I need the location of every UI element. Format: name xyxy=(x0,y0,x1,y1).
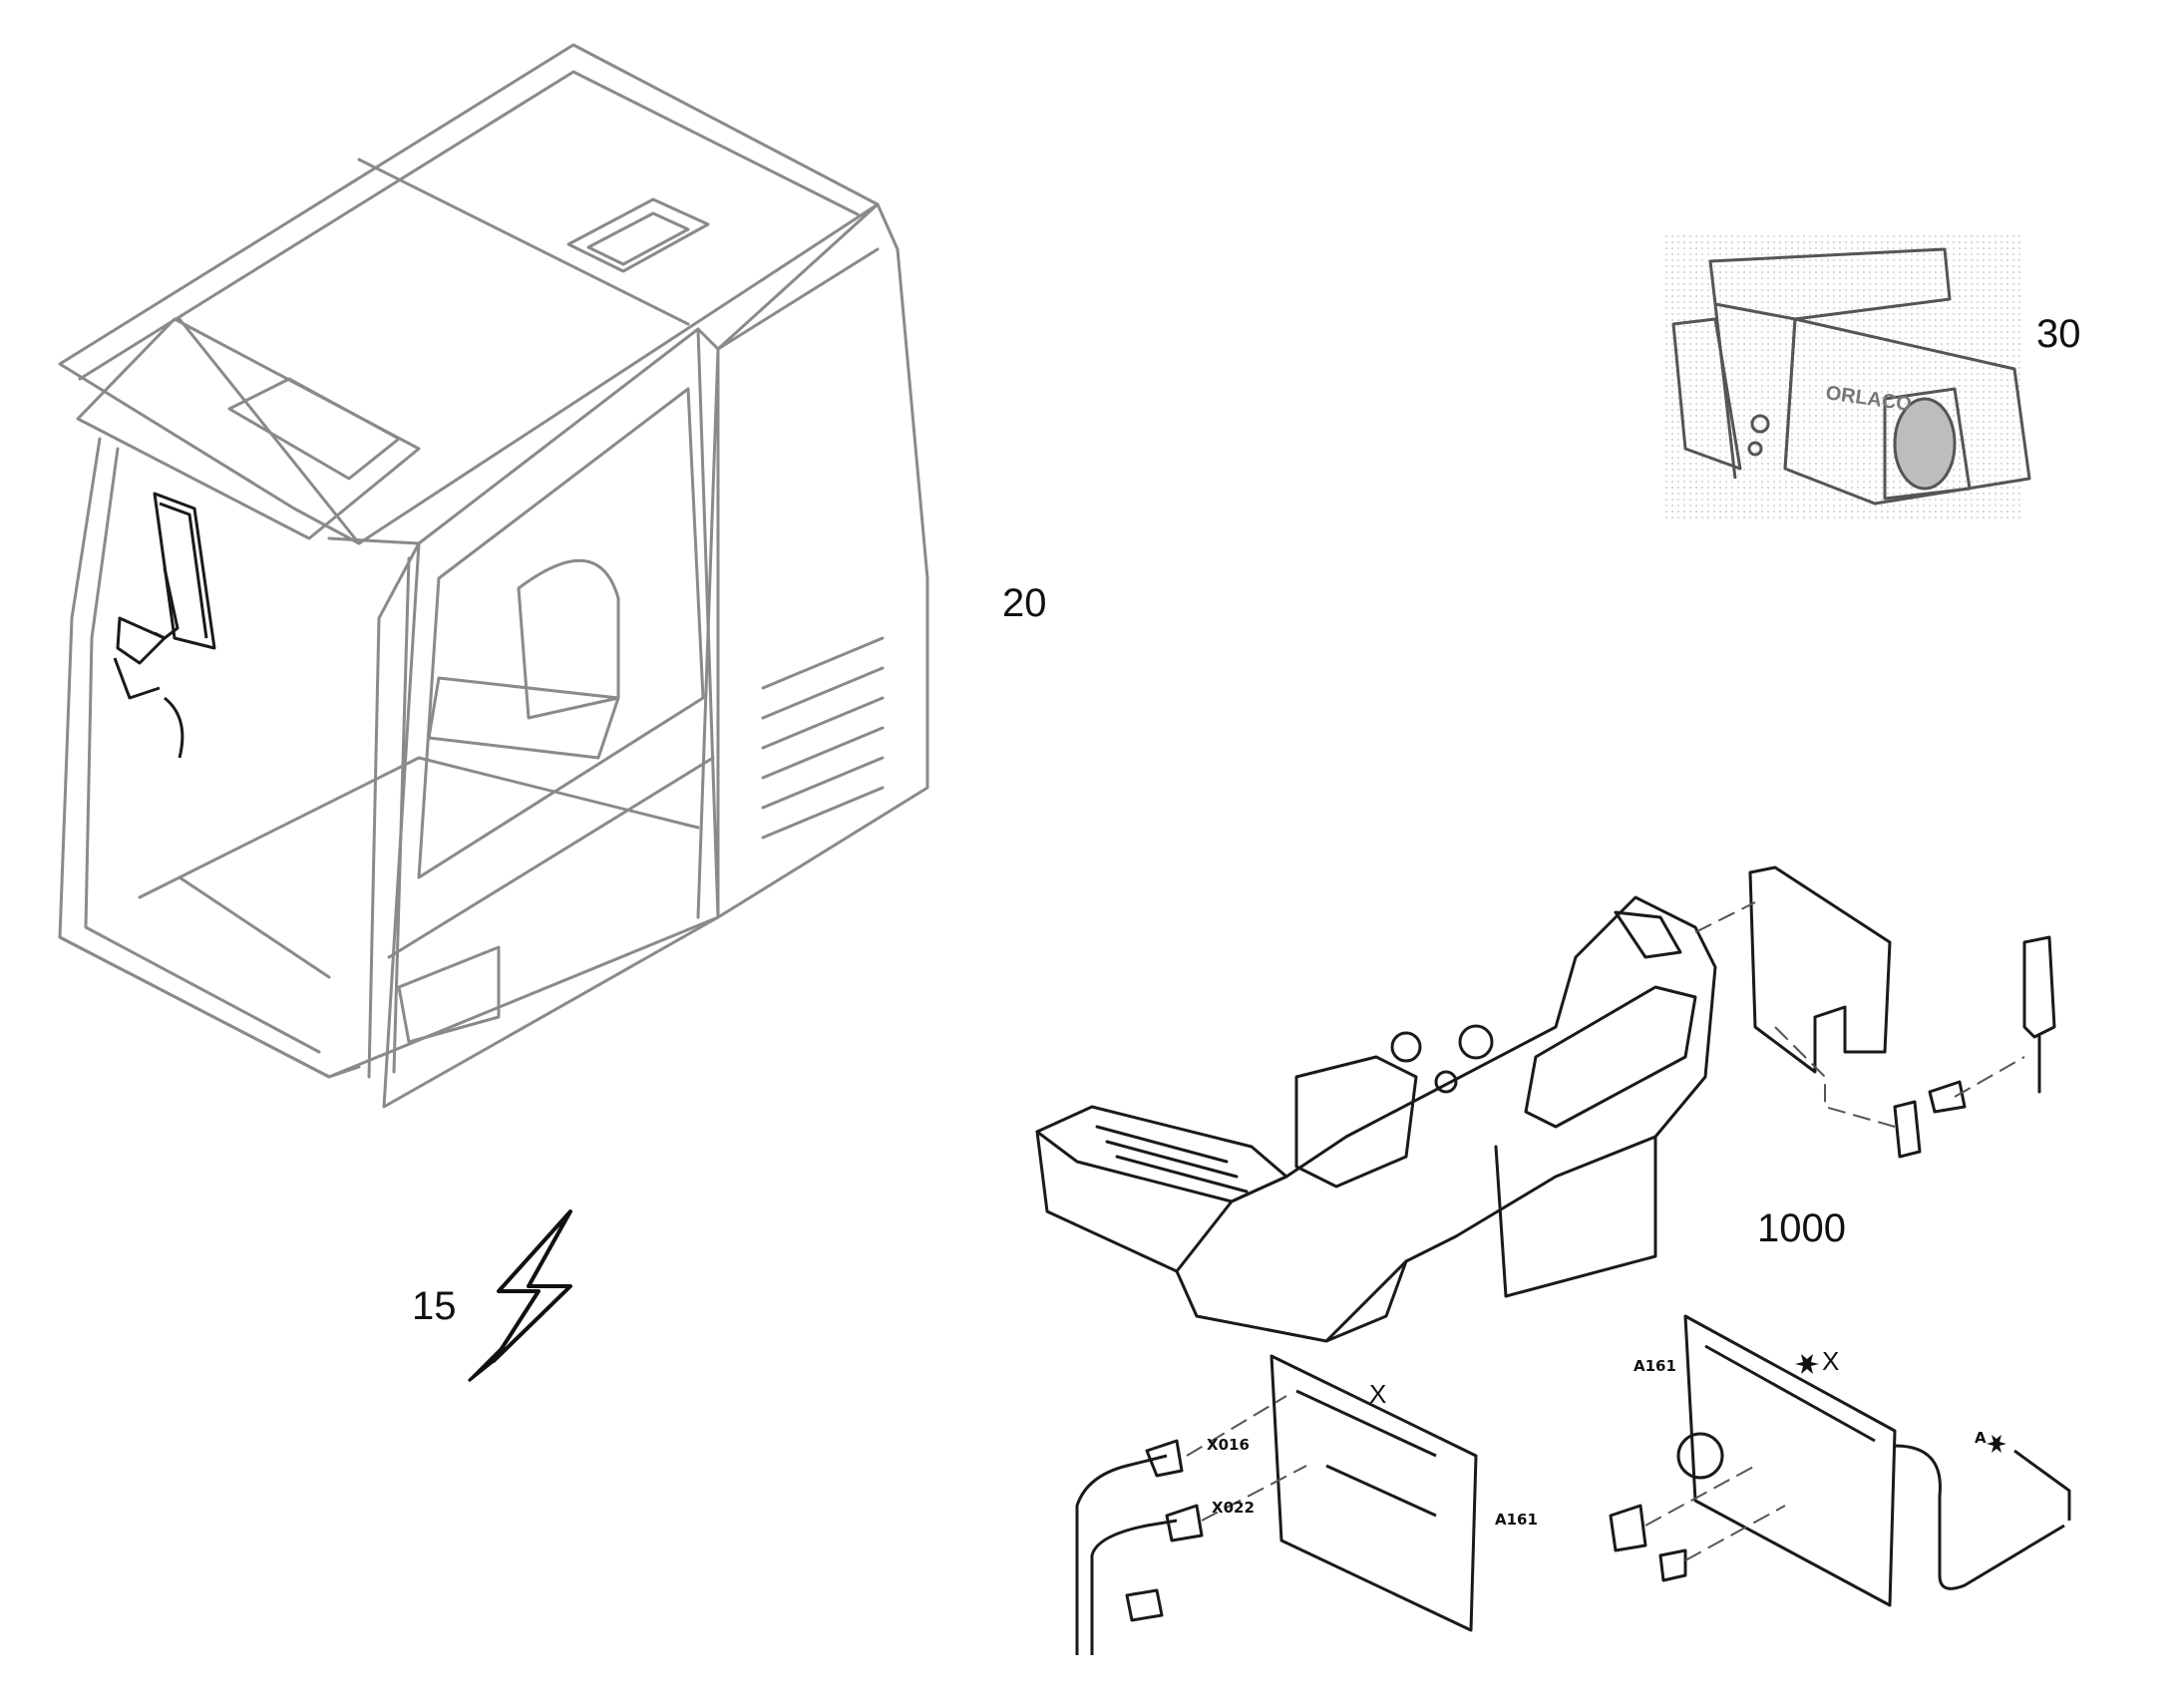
leader-right-2 xyxy=(1684,1505,1786,1561)
vent-5 xyxy=(761,756,885,810)
cab-floor xyxy=(138,756,700,899)
armrest-pad xyxy=(1524,985,1697,1129)
callout-cab: 20 xyxy=(1002,581,1047,625)
console-base xyxy=(1494,1135,1657,1298)
rotary-knob xyxy=(1458,1024,1494,1060)
vent-2 xyxy=(761,666,885,720)
callout-camera: 30 xyxy=(2036,312,2081,356)
roof-hatch xyxy=(566,197,710,273)
vent-3 xyxy=(761,696,885,750)
left-board-relay-row xyxy=(1295,1389,1437,1458)
cab-roof-panel-seam xyxy=(357,158,690,326)
monitor-bracket xyxy=(116,616,167,665)
right-board-cable xyxy=(1894,1444,2065,1590)
front-frame-left-inner xyxy=(84,447,321,1054)
control-knob-1 xyxy=(1390,1031,1422,1063)
right-board-label: A161 xyxy=(1634,1357,1676,1375)
visor-window xyxy=(227,377,401,481)
screw xyxy=(1928,1080,1967,1114)
side-top-rail xyxy=(696,247,880,351)
asterisk-x-icon xyxy=(1795,1354,1819,1374)
monitor-cable xyxy=(113,657,161,700)
vent-6 xyxy=(761,786,885,840)
keypad-row-1 xyxy=(1095,1125,1229,1164)
cab-roof-inner-edge xyxy=(78,70,860,381)
camera-lens xyxy=(1893,397,1957,491)
callout-electrical: 15 xyxy=(412,1284,457,1328)
lightning-arrow-tip xyxy=(467,1344,506,1383)
camera-screw-2 xyxy=(1747,441,1763,457)
connector-x016-label: X016 xyxy=(1207,1436,1250,1454)
callout-console: 1000 xyxy=(1757,1206,1846,1250)
leader-x022 xyxy=(1201,1465,1307,1522)
monitor-panel-edge xyxy=(159,502,208,639)
roof-hatch-inner xyxy=(586,211,690,266)
harness-wire-2 xyxy=(1090,1519,1178,1655)
vent-4 xyxy=(761,726,885,780)
camera-bracket-top xyxy=(1708,247,1952,321)
leader-x016 xyxy=(1186,1395,1287,1457)
clip xyxy=(1893,1100,1922,1159)
door-handle-rail xyxy=(387,756,715,959)
keypad-body xyxy=(1035,1130,1234,1273)
joystick-opening xyxy=(1294,1055,1418,1189)
console-front xyxy=(1175,1259,1408,1343)
console-upper xyxy=(1230,895,1717,1343)
keypad-row-2 xyxy=(1105,1140,1239,1179)
harness-wire-1 xyxy=(1075,1454,1168,1655)
right-board-relay-row xyxy=(1704,1344,1876,1443)
left-board-component-row xyxy=(1325,1464,1437,1518)
cab-bottom-edge xyxy=(58,915,720,1079)
camera-screw-1 xyxy=(1750,414,1770,434)
left-board-x-label: X xyxy=(1369,1379,1387,1409)
control-knob-2 xyxy=(1434,1070,1458,1094)
connector-body xyxy=(2022,935,2056,1039)
camera-lens-frame xyxy=(1883,387,1972,501)
right-board-a-label: A xyxy=(1975,1429,1987,1447)
harness-plug-x016 xyxy=(1145,1439,1184,1478)
front-pillar xyxy=(327,536,421,1079)
camera-side-plate xyxy=(1671,317,1742,471)
right-board-connector-2 xyxy=(1658,1548,1687,1582)
harness-plug-x022 xyxy=(1165,1504,1204,1542)
right-board-x-label: X xyxy=(1822,1346,1840,1376)
leader-line-1 xyxy=(1694,901,1756,933)
leader-line-2 xyxy=(1774,1026,1896,1128)
console-grip-top xyxy=(1614,910,1682,959)
vent-1 xyxy=(761,636,885,690)
right-board xyxy=(1683,1314,1897,1607)
door-window xyxy=(417,387,705,879)
harness-plug-lower xyxy=(1125,1588,1164,1622)
door-handle xyxy=(397,945,501,1044)
left-board-label: A161 xyxy=(1495,1511,1538,1529)
right-board-connector-1 xyxy=(1609,1504,1647,1552)
left-board xyxy=(1270,1354,1478,1632)
sun-visor xyxy=(76,317,421,540)
right-board-cable-end xyxy=(2013,1449,2071,1521)
bracket-plate xyxy=(1748,865,1892,1074)
operator-seat-cushion xyxy=(427,676,620,760)
asterisk-a-icon xyxy=(1987,1435,2006,1453)
monitor-cable-lower xyxy=(164,696,184,759)
cab-roof-outline xyxy=(58,43,880,545)
floor-pedal-area xyxy=(178,875,331,979)
leader-line-3 xyxy=(1954,1056,2025,1098)
keypad-row-3 xyxy=(1115,1155,1249,1194)
connector-x022-label: X022 xyxy=(1212,1499,1255,1517)
leader-right-1 xyxy=(1644,1465,1756,1527)
right-board-buzzer xyxy=(1676,1432,1724,1480)
operator-seat-back xyxy=(517,558,620,720)
